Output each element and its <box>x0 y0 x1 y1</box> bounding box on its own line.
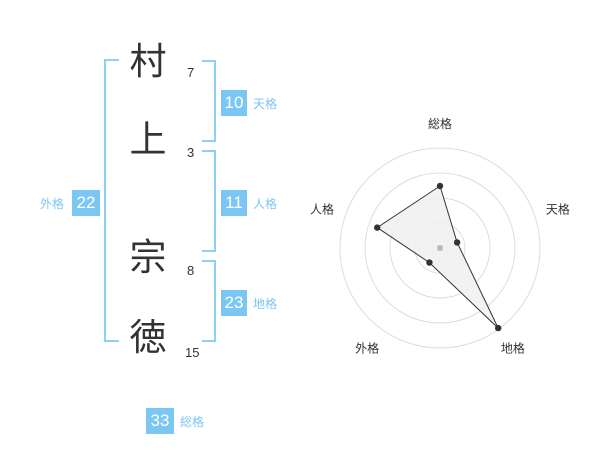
chikaku-value: 23 <box>221 290 247 316</box>
radar-point-2 <box>453 239 461 246</box>
tenkaku-value: 10 <box>221 90 247 116</box>
jinkaku-bracket <box>202 150 216 252</box>
radar-center <box>437 245 443 251</box>
stroke-count-1: 7 <box>187 65 195 80</box>
gaikaku-label: 外格 <box>40 197 65 211</box>
radar-axis-label-4: 外格 <box>355 340 379 355</box>
stroke-count-3: 8 <box>187 263 195 278</box>
radar-point-5 <box>374 224 381 231</box>
gaikaku-bracket <box>104 59 119 342</box>
soukaku-value: 33 <box>146 408 174 434</box>
stroke-count-4: 15 <box>185 345 200 360</box>
radar-point-1 <box>436 182 444 190</box>
radar-point-4 <box>426 259 433 266</box>
radar-axis-label-3: 地格 <box>501 340 525 355</box>
jinkaku-label: 人格 <box>253 197 278 211</box>
radar-axis-label-5: 人格 <box>310 202 334 217</box>
radar-ring-3 <box>364 172 516 324</box>
name-char-3: 宗 <box>129 236 167 279</box>
soukaku-label: 総格 <box>180 415 205 429</box>
tenkaku-bracket <box>202 60 216 142</box>
name-char-1: 村 <box>129 40 167 83</box>
gaikaku-value: 22 <box>72 190 100 216</box>
stroke-count-2: 3 <box>187 145 195 160</box>
jinkaku-value: 11 <box>221 190 247 216</box>
radar-area <box>376 185 499 329</box>
radar-point-3 <box>494 324 502 332</box>
tenkaku-label: 天格 <box>253 97 278 111</box>
name-char-4: 徳 <box>129 316 167 359</box>
chikaku-bracket <box>202 260 216 342</box>
radar-axis-label-1: 総格 <box>428 116 452 131</box>
radar-ring-4 <box>339 147 541 349</box>
chikaku-label: 地格 <box>253 297 278 311</box>
radar-axis-label-2: 天格 <box>546 202 570 217</box>
name-char-2: 上 <box>129 118 167 161</box>
